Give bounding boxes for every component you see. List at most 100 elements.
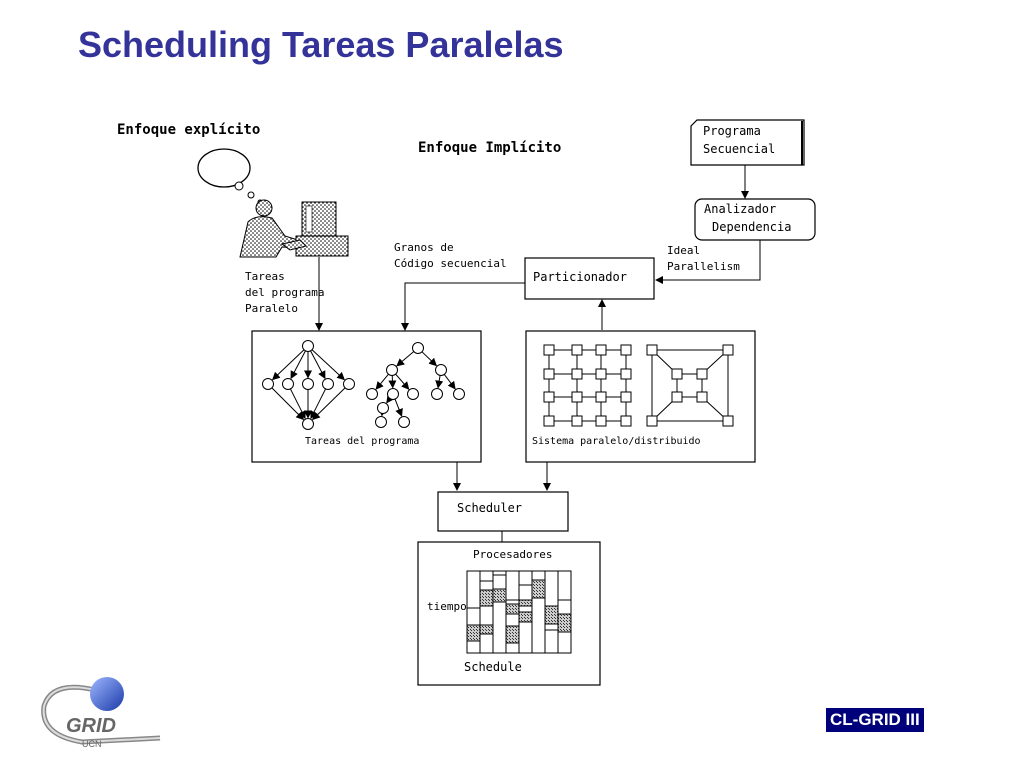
task-dependency-edge (310, 350, 326, 380)
time-label: tiempo (427, 600, 467, 613)
task-dependency-edge (395, 373, 410, 390)
program-tasks-note-line1: Tareas (245, 270, 285, 283)
task-block (544, 605, 559, 625)
ideal-parallelism-line2: Parallelism (667, 260, 740, 273)
processor-node (696, 391, 708, 403)
system-caption: Sistema paralelo/distribuido (532, 436, 701, 447)
schedule-gantt (466, 570, 572, 654)
processors-label: Procesadores (473, 548, 552, 561)
scheduler-label: Scheduler (457, 501, 522, 515)
code-grains-line2: Código secuencial (394, 257, 507, 270)
sequential-program-line1: Programa (703, 124, 761, 138)
grid-ucn-logo: GRID UCN (41, 677, 161, 749)
thought-bubble-icon (197, 148, 263, 205)
task-dependency-edge (311, 349, 345, 381)
task-block (479, 589, 494, 607)
task-node (398, 416, 410, 428)
task-block (557, 613, 572, 633)
task-node (387, 388, 399, 400)
task-node (412, 342, 424, 354)
task-node (343, 378, 355, 390)
task-node (322, 378, 334, 390)
processor-node (671, 391, 683, 403)
processor-node (671, 368, 683, 380)
task-node (453, 388, 465, 400)
slide-title: Scheduling Tareas Paralelas (78, 24, 564, 65)
task-node (366, 388, 378, 400)
task-block (466, 624, 481, 642)
processor-node (543, 391, 555, 403)
processor-node (543, 344, 555, 356)
sequential-program-box: Programa Secuencial (690, 119, 805, 166)
processor-node (571, 368, 583, 380)
task-block (505, 603, 520, 615)
program-tasks-note-line3: Paralelo (245, 302, 298, 315)
processor-node (646, 344, 658, 356)
task-dependency-edge (311, 387, 346, 421)
task-node (302, 418, 314, 430)
processor-node (620, 344, 632, 356)
task-dependency-edge (421, 351, 438, 367)
task-graph-caption: Tareas del programa (305, 436, 419, 447)
processor-node (646, 415, 658, 427)
dependency-analyzer-box: Analizador Dependencia (694, 198, 816, 241)
dependency-analyzer-line2: Dependencia (712, 220, 791, 234)
processor-node (571, 415, 583, 427)
task-graph-box: Tareas del programa (251, 330, 482, 463)
task-block (518, 611, 533, 623)
task-dependency-edge (386, 394, 395, 404)
processor-network (543, 344, 734, 427)
scheduler-box: Scheduler (437, 491, 569, 532)
processor-node (722, 415, 734, 427)
task-node (302, 340, 314, 352)
processor-node (595, 415, 607, 427)
task-block (505, 625, 520, 644)
task-node (377, 402, 389, 414)
task-dependency-edge (435, 375, 444, 389)
processor-node (620, 368, 632, 380)
logo-subtext: UCN (82, 739, 102, 749)
dependency-analyzer-line1: Analizador (704, 202, 776, 216)
processor-node (595, 344, 607, 356)
processor-node (620, 391, 632, 403)
task-dependency-edge (271, 387, 305, 421)
processor-node (620, 415, 632, 427)
task-node (302, 378, 314, 390)
processor-column (492, 570, 507, 654)
partitioner-box: Particionador (524, 257, 655, 300)
task-node (407, 388, 419, 400)
task-node (375, 416, 387, 428)
schedule-box: Procesadores tiempo Schedule (417, 541, 601, 686)
processor-column (557, 570, 572, 654)
distributed-system-box: Sistema paralelo/distribuido (525, 330, 756, 463)
task-block (479, 624, 494, 635)
task-dependency-edge (375, 373, 389, 390)
sequential-program-line2: Secuencial (703, 142, 775, 156)
task-node (431, 388, 443, 400)
processor-node (571, 391, 583, 403)
partitioner-label: Particionador (533, 270, 627, 284)
program-tasks-note-line2: del programa (245, 286, 324, 299)
task-node (435, 364, 447, 376)
task-dependency-edge (396, 351, 415, 367)
task-node (386, 364, 398, 376)
task-dependency-edge (388, 375, 397, 389)
processor-node (543, 415, 555, 427)
processor-node (696, 368, 708, 380)
processor-node (722, 344, 734, 356)
task-dependency-edge (290, 388, 306, 420)
task-dependency-edge (443, 374, 456, 390)
explicit-approach-label: Enfoque explícito (117, 122, 260, 138)
code-grains-line1: Granos de (394, 241, 454, 254)
processor-node (595, 391, 607, 403)
task-graph (262, 340, 465, 430)
ideal-parallelism-line1: Ideal (667, 244, 700, 257)
logo-text: GRID (66, 715, 116, 737)
task-block (492, 588, 507, 603)
schedule-label: Schedule (464, 660, 522, 674)
course-badge: CL-GRID III (826, 708, 924, 732)
task-block (531, 579, 546, 599)
task-node (262, 378, 274, 390)
programmer-at-computer-icon (239, 199, 349, 258)
